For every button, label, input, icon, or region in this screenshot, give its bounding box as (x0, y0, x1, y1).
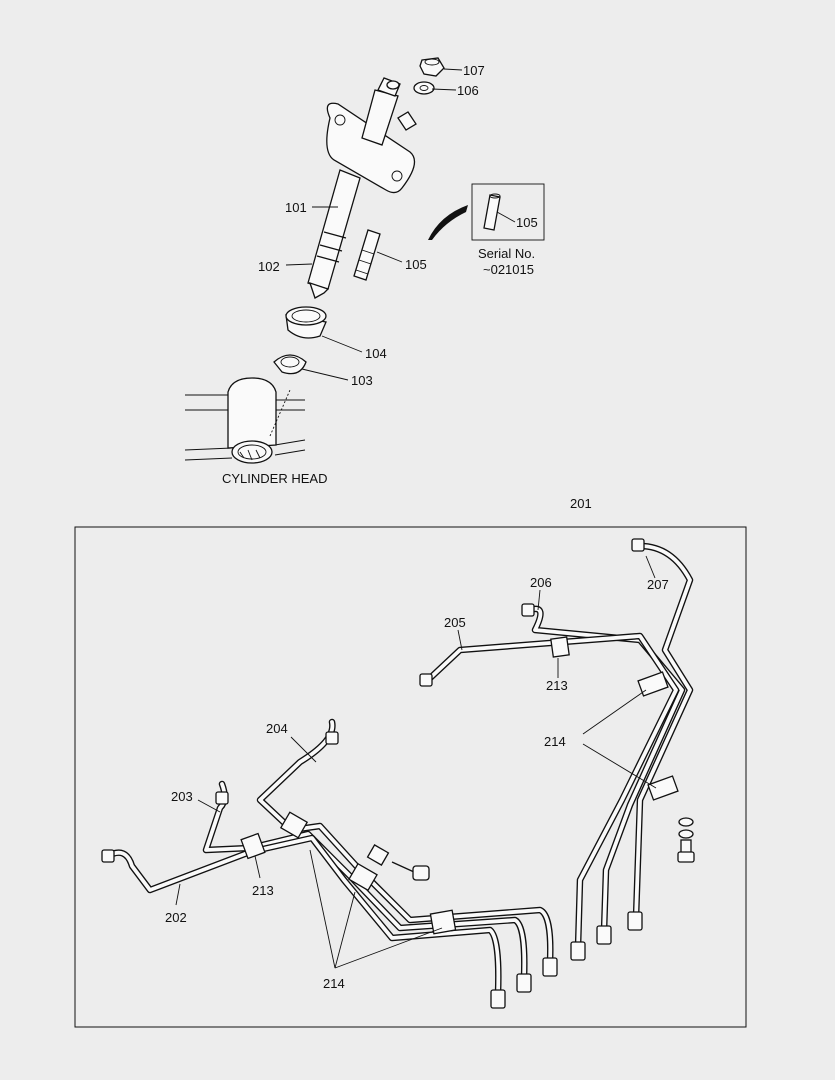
callout-206: 206 (530, 575, 552, 590)
pipe-end-nuts (101, 538, 645, 1009)
inset-serial-number: ~021015 (483, 262, 534, 277)
serial-inset: 105 Serial No. ~021015 (428, 183, 545, 277)
injector-body (307, 77, 417, 299)
callout-202: 202 (165, 910, 187, 925)
inset-callout-105: 105 (516, 215, 538, 230)
callout-105: 105 (405, 257, 427, 272)
pipe-205 (424, 632, 680, 952)
pipe-207 (632, 542, 694, 922)
pipe-202 (104, 834, 502, 998)
clamps (240, 636, 679, 935)
callout-213-lower: 213 (252, 883, 274, 898)
callout-101: 101 (285, 200, 307, 215)
callout-207: 207 (647, 577, 669, 592)
callout-106: 106 (457, 83, 479, 98)
pipe-frame (74, 526, 747, 1028)
callout-203: 203 (171, 789, 193, 804)
nut-107 (419, 57, 445, 77)
group-number: 201 (570, 496, 592, 511)
washer-106 (413, 81, 435, 95)
gasket-103 (273, 354, 307, 375)
cylinder-head (184, 377, 306, 464)
clamp-bolt (391, 817, 695, 881)
callout-107: 107 (463, 63, 485, 78)
callout-213-upper: 213 (546, 678, 568, 693)
pipe-206 (526, 605, 686, 936)
pipe-leaders (175, 555, 657, 969)
callout-104: 104 (365, 346, 387, 361)
injector-assembly: 107 106 101 105 102 104 103 CYLINDER HEA… (184, 57, 545, 486)
callout-205: 205 (444, 615, 466, 630)
inset-serial-label: Serial No. (478, 246, 535, 261)
callout-214-right: 214 (544, 734, 566, 749)
stud-105 (353, 229, 381, 281)
callout-214-lower: 214 (323, 976, 345, 991)
callout-103: 103 (351, 373, 373, 388)
sleeve-104 (285, 306, 327, 339)
callout-204: 204 (266, 721, 288, 736)
callout-102: 102 (258, 259, 280, 274)
inset-arrow (428, 205, 468, 240)
cylinder-head-label: CYLINDER HEAD (222, 471, 327, 486)
injection-pipes (101, 538, 695, 1009)
